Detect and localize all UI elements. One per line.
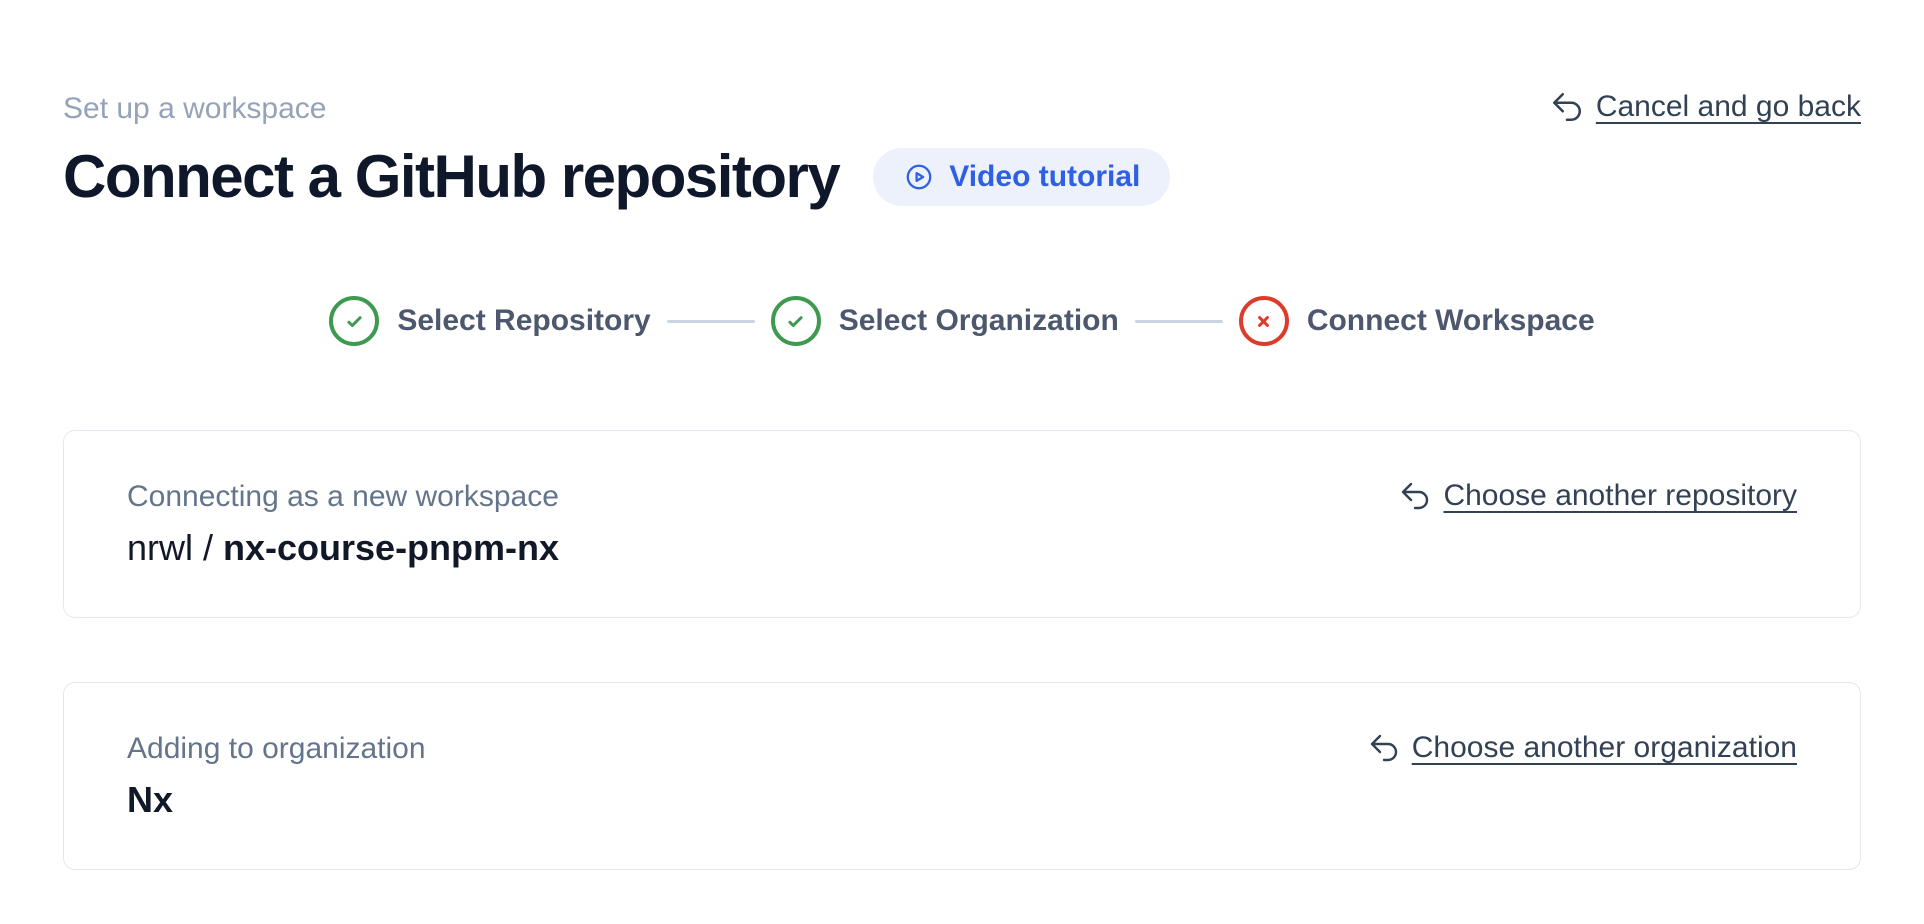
page-title: Connect a GitHub repository [63, 143, 841, 210]
repository-card-label: Connecting as a new workspace [127, 480, 559, 513]
repository-name: nrwl / nx-course-pnpm-nx [127, 525, 559, 571]
step-select-repository: Select Repository [329, 296, 651, 346]
cancel-and-go-back-link[interactable]: Cancel and go back [1550, 90, 1861, 124]
choose-another-repository-label: Choose another repository [1443, 479, 1797, 512]
step-connect-workspace: Connect Workspace [1238, 296, 1595, 346]
organization-name: Nx [127, 779, 174, 820]
step-label: Connect Workspace [1306, 304, 1595, 337]
title-row: Connect a GitHub repository Video tutori… [63, 144, 1861, 210]
play-circle-icon [906, 164, 932, 190]
repository-owner: nrwl / [127, 527, 224, 568]
x-circle-icon [1238, 296, 1289, 346]
eyebrow-label: Set up a workspace [63, 92, 327, 125]
page: Set up a workspace Cancel and go back Co… [0, 90, 1924, 870]
repository-repo: nx-course-pnpm-nx [223, 527, 560, 568]
step-label: Select Repository [397, 304, 651, 337]
video-tutorial-button[interactable]: Video tutorial [873, 148, 1171, 206]
check-circle-icon [329, 296, 380, 346]
organization-card: Adding to organization Nx Choose another… [63, 682, 1861, 870]
choose-another-organization-link[interactable]: Choose another organization [1368, 731, 1797, 765]
step-connector [666, 319, 755, 323]
undo-icon [1552, 92, 1581, 122]
organization-info: Adding to organization Nx [127, 729, 426, 823]
cancel-link-label: Cancel and go back [1595, 90, 1861, 123]
choose-another-organization-label: Choose another organization [1411, 731, 1797, 764]
repository-info: Connecting as a new workspace nrwl / nx-… [127, 477, 559, 571]
step-label: Select Organization [838, 304, 1119, 337]
organization-card-label: Adding to organization [127, 732, 426, 765]
video-tutorial-label: Video tutorial [949, 160, 1141, 193]
undo-icon [1402, 482, 1429, 510]
check-circle-icon [770, 296, 821, 346]
repository-card: Connecting as a new workspace nrwl / nx-… [63, 430, 1861, 618]
step-connector [1134, 319, 1223, 323]
step-select-organization: Select Organization [770, 296, 1119, 346]
undo-icon [1370, 734, 1397, 762]
stepper: Select Repository Select Organization Co… [63, 296, 1861, 346]
header: Set up a workspace Cancel and go back Co… [63, 90, 1861, 210]
choose-another-repository-link[interactable]: Choose another repository [1399, 479, 1797, 513]
